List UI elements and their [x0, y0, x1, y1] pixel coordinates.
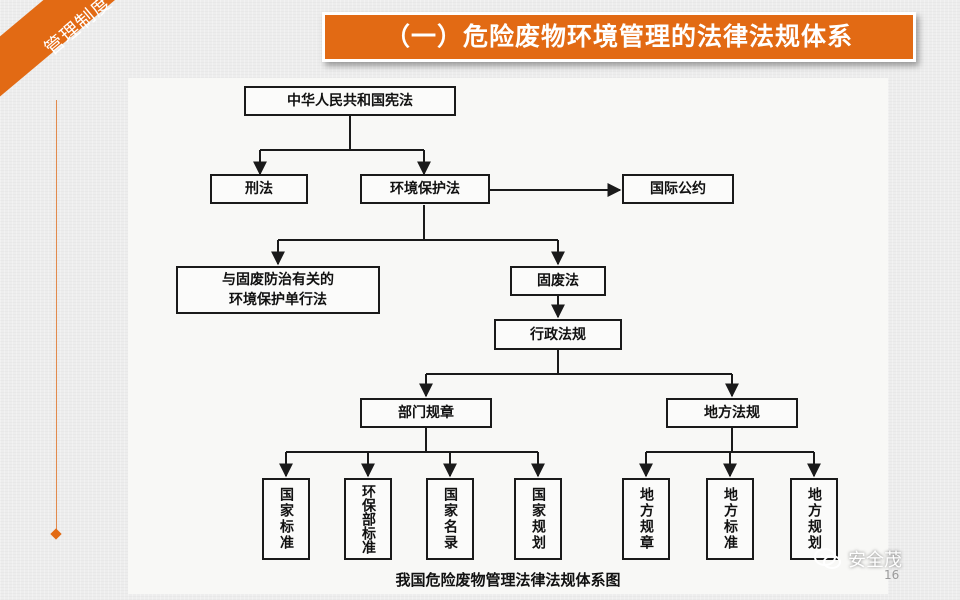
node-local-standard: 地方标准	[706, 478, 754, 560]
watermark: 安全茂	[814, 546, 902, 572]
node-criminal-law: 刑法	[210, 174, 308, 204]
node-local-plan: 地方规划	[790, 478, 838, 560]
node-dept-rules: 部门规章	[360, 398, 492, 428]
node-local-regulations: 地方法规	[666, 398, 798, 428]
slide-title: （一）危险废物环境管理的法律法规体系	[384, 22, 853, 51]
node-national-list: 国家名录	[426, 478, 474, 560]
page-number: 16	[884, 568, 900, 582]
diagram-connectors	[253, 114, 821, 478]
node-constitution: 中华人民共和国宪法	[244, 86, 456, 116]
node-env-protection-law: 环境保护法	[360, 174, 490, 204]
node-national-plan: 国家规划	[514, 478, 562, 560]
node-national-standard: 国家标准	[262, 478, 310, 560]
watermark-text: 安全茂	[848, 550, 902, 571]
slide-title-box: （一）危险废物环境管理的法律法规体系	[322, 12, 916, 62]
node-solid-waste-law: 固废法	[510, 266, 606, 296]
node-local-rules: 地方规章	[622, 478, 670, 560]
timeline-dot	[50, 528, 62, 540]
wechat-icon	[814, 548, 842, 570]
node-intl-conventions: 国际公约	[622, 174, 734, 204]
node-env-dept-standard: 环保部标准	[344, 478, 392, 560]
node-related-laws: 与固废防治有关的 环境保护单行法	[176, 266, 380, 314]
legal-framework-diagram: 中华人民共和国宪法 刑法 环境保护法 国际公约 与固废防治有关的 环境保护单行法…	[128, 78, 888, 594]
node-admin-regulations: 行政法规	[494, 319, 622, 350]
timeline-line	[56, 100, 57, 532]
diagram-caption: 我国危险废物管理法律法规体系图	[395, 571, 621, 589]
